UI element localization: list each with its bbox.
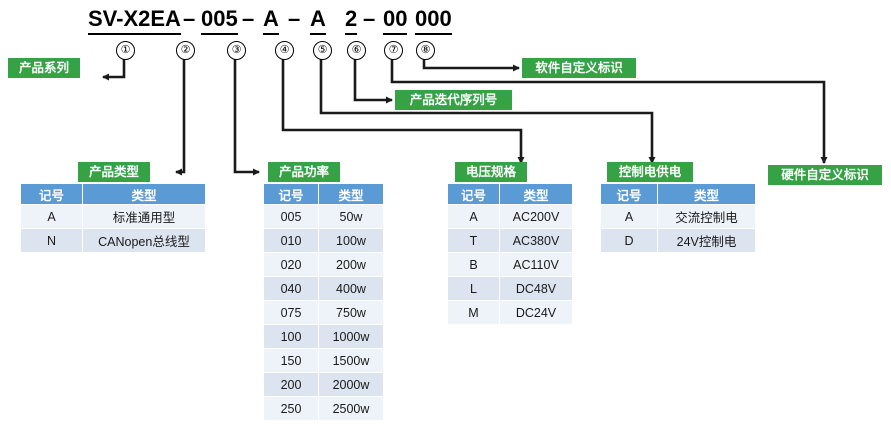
code-separator-3: – bbox=[288, 6, 301, 31]
code-separator-2: – bbox=[242, 6, 255, 31]
marker-4: ④ bbox=[275, 41, 294, 60]
code-segment-6: 2 bbox=[345, 6, 358, 35]
model-code: SV-X2E A 005 A A 2 00 000 – – – – bbox=[0, 6, 891, 36]
cell-code: T bbox=[447, 228, 500, 253]
cell-type: 2000w bbox=[318, 372, 384, 397]
cell-code: M bbox=[447, 300, 500, 325]
label-voltage-spec: 电压规格 bbox=[455, 162, 527, 182]
code-segment-7: 00 bbox=[383, 6, 408, 35]
cell-type: 交流控制电 bbox=[657, 204, 756, 229]
cell-code: A bbox=[600, 204, 658, 229]
column-header-type: 类型 bbox=[657, 183, 756, 205]
label-product-series: 产品系列 bbox=[8, 58, 80, 78]
marker-1: ① bbox=[116, 41, 135, 60]
table-row: 075 750w bbox=[263, 300, 384, 325]
cell-code: 200 bbox=[263, 372, 319, 397]
table-row: A AC200V bbox=[447, 204, 573, 229]
cell-code: 010 bbox=[263, 228, 319, 253]
label-hardware-custom-id: 硬件自定义标识 bbox=[768, 165, 882, 185]
label-product-power: 产品功率 bbox=[268, 162, 340, 182]
table-row: N CANopen总线型 bbox=[20, 228, 206, 253]
code-segment-4: A bbox=[263, 6, 279, 35]
column-header-type: 类型 bbox=[82, 183, 206, 205]
cell-code: 075 bbox=[263, 300, 319, 325]
table-row: 100 1000w bbox=[263, 324, 384, 349]
cell-type: 1500w bbox=[318, 348, 384, 373]
marker-6: ⑥ bbox=[347, 41, 366, 60]
table-row: 150 1500w bbox=[263, 348, 384, 373]
cell-code: B bbox=[447, 252, 500, 277]
table-voltage-spec: 记号 类型 A AC200V T AC380V B AC110V L DC48V bbox=[447, 183, 573, 325]
label-product-type: 产品类型 bbox=[78, 162, 150, 182]
code-separator-1: – bbox=[183, 6, 196, 31]
table-header-row: 记号 类型 bbox=[20, 183, 206, 205]
table-row: 250 2500w bbox=[263, 396, 384, 421]
code-segment-2: A bbox=[165, 6, 181, 35]
cell-type: 2500w bbox=[318, 396, 384, 421]
table-header-row: 记号 类型 bbox=[600, 183, 756, 205]
cell-type: 标准通用型 bbox=[82, 204, 206, 229]
code-segment-1: SV-X2E bbox=[88, 6, 166, 35]
code-segment-3: 005 bbox=[201, 6, 238, 35]
table-control-power-supply: 记号 类型 A 交流控制电 D 24V控制电 bbox=[600, 183, 756, 253]
table-row: A 交流控制电 bbox=[600, 204, 756, 229]
table-row: T AC380V bbox=[447, 228, 573, 253]
table-row: B AC110V bbox=[447, 252, 573, 277]
cell-code: 005 bbox=[263, 204, 319, 229]
table-product-type: 记号 类型 A 标准通用型 N CANopen总线型 bbox=[20, 183, 206, 253]
cell-type: AC110V bbox=[499, 252, 573, 277]
marker-2: ② bbox=[176, 41, 195, 60]
label-software-custom-id: 软件自定义标识 bbox=[522, 58, 636, 78]
marker-5: ⑤ bbox=[313, 41, 332, 60]
table-row: M DC24V bbox=[447, 300, 573, 325]
table-row: 005 50w bbox=[263, 204, 384, 229]
cell-code: 040 bbox=[263, 276, 319, 301]
cell-type: DC48V bbox=[499, 276, 573, 301]
cell-code: A bbox=[447, 204, 500, 229]
column-header-code: 记号 bbox=[447, 183, 500, 205]
table-row: 010 100w bbox=[263, 228, 384, 253]
code-segment-5: A bbox=[310, 6, 326, 35]
cell-type: AC380V bbox=[499, 228, 573, 253]
table-row: D 24V控制电 bbox=[600, 228, 756, 253]
cell-type: 50w bbox=[318, 204, 384, 229]
table-product-power: 记号 类型 005 50w 010 100w 020 200w 040 400w bbox=[263, 183, 384, 421]
cell-type: 200w bbox=[318, 252, 384, 277]
table-header-row: 记号 类型 bbox=[263, 183, 384, 205]
cell-type: 24V控制电 bbox=[657, 228, 756, 253]
cell-code: 020 bbox=[263, 252, 319, 277]
label-control-power-supply: 控制电供电 bbox=[607, 162, 693, 182]
cell-code: 100 bbox=[263, 324, 319, 349]
cell-type: 750w bbox=[318, 300, 384, 325]
cell-type: CANopen总线型 bbox=[82, 228, 206, 253]
cell-code: A bbox=[20, 204, 83, 229]
cell-type: DC24V bbox=[499, 300, 573, 325]
column-header-code: 记号 bbox=[20, 183, 83, 205]
column-header-code: 记号 bbox=[263, 183, 319, 205]
cell-type: 100w bbox=[318, 228, 384, 253]
table-row: 020 200w bbox=[263, 252, 384, 277]
column-header-type: 类型 bbox=[499, 183, 573, 205]
cell-code: D bbox=[600, 228, 658, 253]
table-row: 040 400w bbox=[263, 276, 384, 301]
cell-code: L bbox=[447, 276, 500, 301]
table-row: 200 2000w bbox=[263, 372, 384, 397]
column-header-code: 记号 bbox=[600, 183, 658, 205]
marker-7: ⑦ bbox=[384, 41, 403, 60]
table-row: L DC48V bbox=[447, 276, 573, 301]
cell-type: AC200V bbox=[499, 204, 573, 229]
table-row: A 标准通用型 bbox=[20, 204, 206, 229]
label-product-iteration-serial: 产品迭代序列号 bbox=[395, 90, 512, 110]
cell-type: 400w bbox=[318, 276, 384, 301]
code-separator-4: – bbox=[363, 6, 376, 31]
cell-code: 150 bbox=[263, 348, 319, 373]
table-header-row: 记号 类型 bbox=[447, 183, 573, 205]
marker-3: ③ bbox=[227, 41, 246, 60]
code-segment-8: 000 bbox=[415, 6, 452, 35]
cell-code: N bbox=[20, 228, 83, 253]
cell-code: 250 bbox=[263, 396, 319, 421]
column-header-type: 类型 bbox=[318, 183, 384, 205]
marker-8: ⑧ bbox=[416, 41, 435, 60]
cell-type: 1000w bbox=[318, 324, 384, 349]
